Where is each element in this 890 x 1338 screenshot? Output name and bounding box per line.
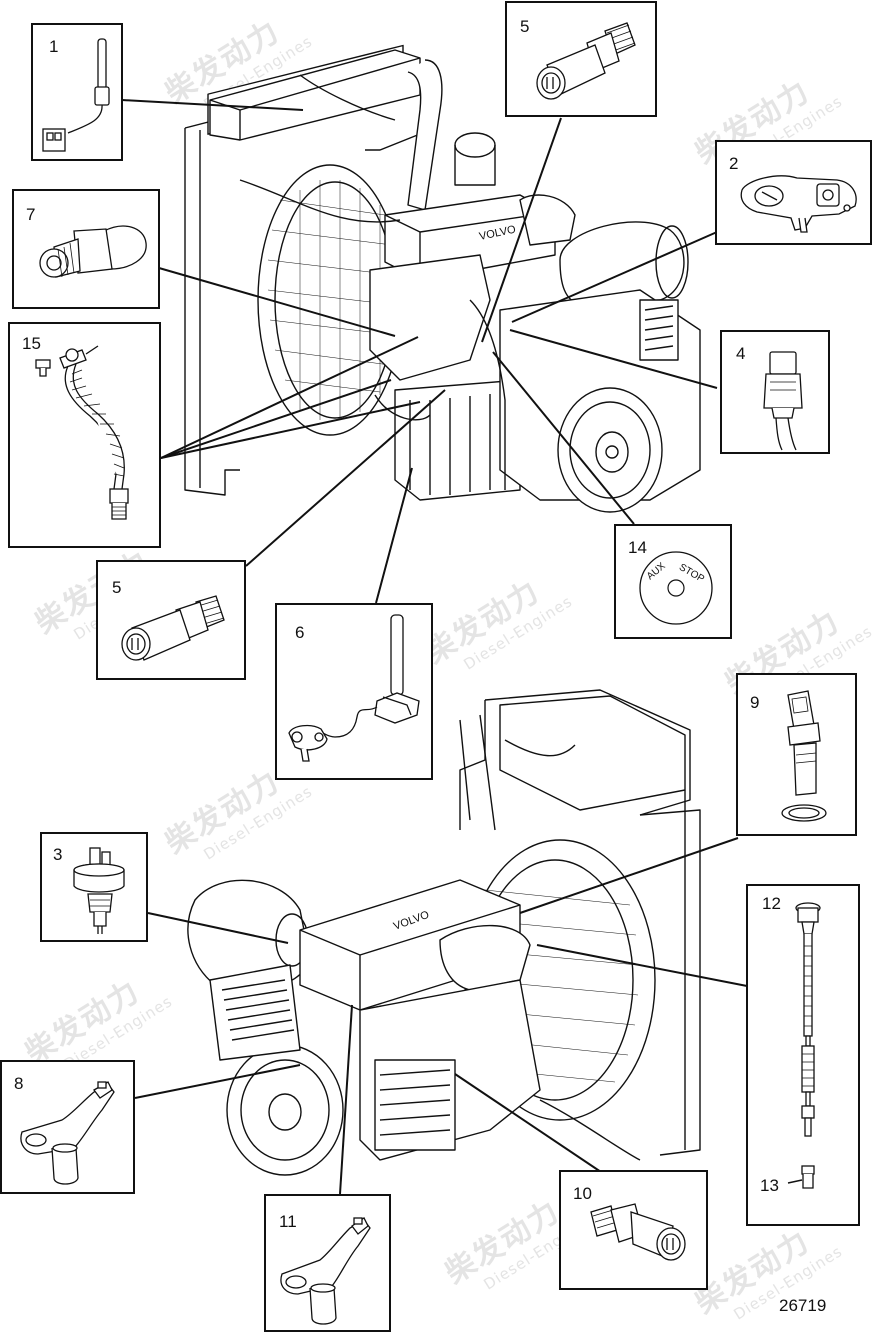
- callout-box-5-top: 5: [505, 1, 657, 117]
- callout-number-4: 4: [736, 344, 746, 363]
- aux-stop-button-icon: [639, 551, 713, 625]
- coolant-level-sensor-icon: [73, 847, 125, 934]
- reference-number: 26719: [779, 1296, 827, 1315]
- callout-number-7: 7: [26, 205, 36, 224]
- map-sensor-icon: [740, 175, 857, 233]
- callout-number-11: 11: [279, 1212, 297, 1231]
- pressure-sensor-icon: [590, 1203, 686, 1261]
- callout-box-6: 6: [275, 603, 433, 780]
- callout-number-3: 3: [53, 845, 63, 864]
- callout-number-5-top: 5: [520, 17, 530, 36]
- callout-number-14: 14: [628, 538, 647, 557]
- callout-box-11: 11: [264, 1194, 391, 1332]
- callout-box-9: 9: [736, 673, 857, 836]
- callout-number-12: 12: [762, 894, 781, 913]
- level-sensor-icon: [288, 614, 420, 762]
- callout-box-12-13: 12 13: [746, 884, 860, 1226]
- pressure-sensor-icon: [121, 595, 225, 661]
- camshaft-sensor-icon: [20, 1081, 115, 1185]
- pressure-switch-icon: [39, 225, 147, 278]
- callout-number-10: 10: [573, 1184, 592, 1203]
- crankshaft-sensor-icon: [280, 1217, 371, 1325]
- callout-box-5-lower: 5: [96, 560, 246, 680]
- callout-number-13: 13: [760, 1176, 779, 1195]
- callout-box-2: 2: [715, 140, 872, 245]
- callout-number-5-lower: 5: [112, 578, 122, 597]
- relay-connector-icon: [763, 351, 803, 451]
- callout-box-1: 1: [31, 23, 123, 161]
- callout-box-10: 10: [559, 1170, 708, 1290]
- knock-sensor-icon: [35, 345, 129, 520]
- callout-number-15: 15: [22, 334, 41, 353]
- callout-number-8: 8: [14, 1074, 24, 1093]
- callout-box-7: 7: [12, 189, 160, 309]
- sensor-cable-icon: [787, 902, 821, 1189]
- callout-box-15: 15: [8, 322, 161, 548]
- callout-box-8: 8: [0, 1060, 135, 1194]
- callout-box-14: 14 AUX STOP: [614, 524, 732, 639]
- callout-number-6: 6: [295, 623, 305, 642]
- callout-number-2: 2: [729, 154, 739, 173]
- callout-number-9: 9: [750, 693, 760, 712]
- pressure-sensor-icon: [536, 22, 636, 100]
- callout-box-3: 3: [40, 832, 148, 942]
- callout-box-4: 4: [720, 330, 830, 454]
- callout-number-1: 1: [49, 37, 59, 56]
- temperature-sensor-icon: [42, 38, 110, 152]
- speed-sensor-icon: [781, 690, 827, 822]
